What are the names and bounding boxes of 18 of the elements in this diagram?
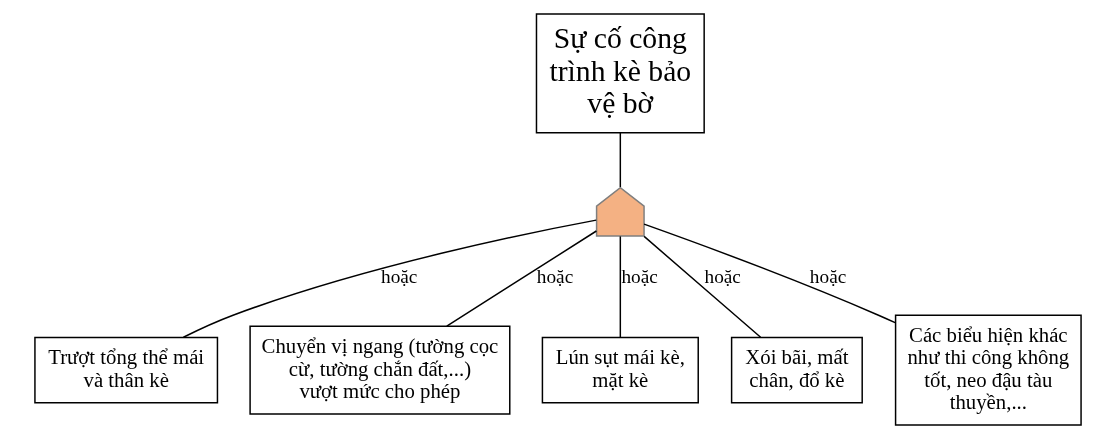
edge-label: hoặc [536,266,574,288]
edge-label: hoặc [621,266,658,288]
connector [182,219,597,338]
connector [643,235,762,338]
node-box: Trượt tổng thể mái và thân kè [34,336,219,404]
edge-label: hoặc [809,266,847,288]
node-box: Lún sụt mái kè, mặt kè [541,336,699,404]
node-box: Các biểu hiện khác như thi công không tốt, neo đậu tàu thuyền,... [894,314,1082,426]
edge-label: hoặc [704,266,741,288]
connector [619,235,622,338]
connector [446,230,598,327]
edge-label: hoặc [381,266,418,288]
connector [643,223,896,324]
node-box: Chuyển vị ngang (tường cọc cừ, tường chắn đất,...) vượt mức cho phép [249,325,511,415]
connector [619,132,622,188]
node-gate [595,186,645,237]
node-box: Xói bãi, mất chân, đổ kè [730,336,863,404]
node-box: Sự cố công trình kè bảo vệ bờ [535,13,705,134]
